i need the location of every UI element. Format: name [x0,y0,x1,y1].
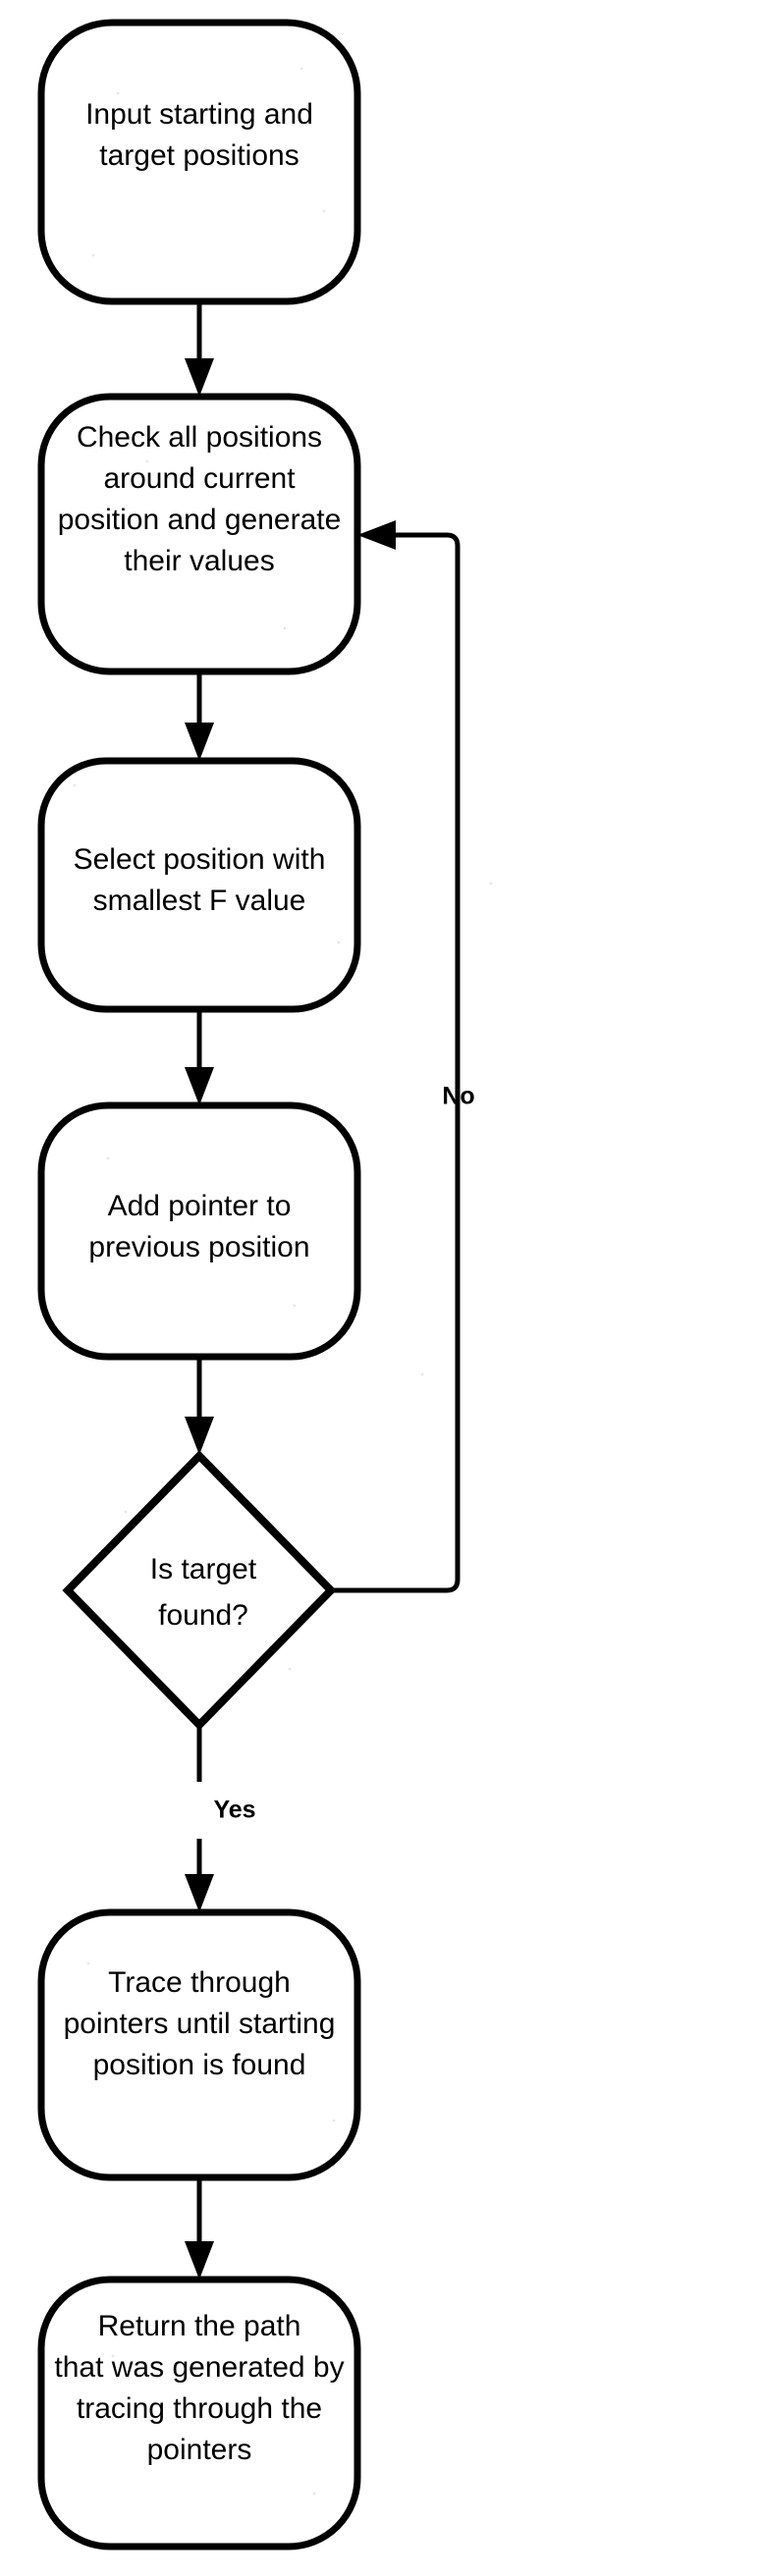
node-shape-diamond [62,1450,337,1731]
arrow-head-icon [357,520,396,550]
arrow-head-icon [185,358,214,397]
flow-node-select-smallest-f[interactable]: Select position with smallest F value [37,757,361,1013]
flow-node-add-pointer[interactable]: Add pointer to previous position [37,1101,361,1361]
node-label-line: target positions [99,139,299,172]
arrow-head-icon [185,1067,214,1105]
node-label-line: found? [158,1599,248,1632]
node-label-line: Input starting and [85,98,313,131]
node-label-line: position is found [93,2049,306,2081]
flow-edge-n3-n4 [185,1009,214,1105]
node-label-line: Return the path [98,2310,301,2342]
edge-label-no: No [442,1083,474,1110]
flow-node-return-path[interactable]: Return the path that was generated by tr… [37,2276,361,2550]
node-label-line: pointers until starting [64,2008,336,2040]
flow-node-is-target-found[interactable]: Is target found? [62,1450,337,1731]
flow-node-input-positions[interactable]: Input starting and target positions [37,19,361,305]
flow-edge-n6-n7 [185,2177,214,2280]
arrow-head-icon [185,2241,214,2280]
node-label-line: Trace through [108,1966,291,1999]
arrow-head-icon [185,723,214,761]
node-label-line: position and generate [58,504,342,536]
node-label-line: Check all positions [77,421,322,454]
arrow-head-icon [185,1417,214,1455]
flow-edge-n4-n5 [185,1357,214,1455]
flow-edge-n5-n2-no: No [331,520,475,1593]
flow-edge-n5-n6-yes: Yes [185,1725,256,1912]
edge-label-yes: Yes [213,1797,255,1824]
scan-noise-decoration [73,67,493,2496]
node-label-line: Is target [150,1553,257,1585]
node-label-line: their values [124,545,274,577]
node-label-line: Select position with [74,843,326,876]
node-label-line: tracing through the [77,2392,322,2425]
node-shape-rounded [37,1908,361,2181]
node-label-line: smallest F value [93,885,306,917]
edge-line-no-loop [331,532,461,1593]
node-label-line: that was generated by [54,2351,344,2384]
flow-edge-n1-n2 [185,301,214,397]
node-label-line: pointers [147,2434,252,2466]
arrow-head-icon [185,1874,214,1912]
node-label-line: around current [103,462,296,495]
node-shape-rounded [37,2276,361,2550]
flow-edge-n2-n3 [185,671,214,761]
flow-node-check-positions[interactable]: Check all positions around current posit… [37,393,361,675]
node-label-line: previous position [88,1231,309,1263]
flow-node-trace-pointers[interactable]: Trace through pointers until starting po… [37,1908,361,2181]
node-label-line: Add pointer to [108,1190,292,1222]
